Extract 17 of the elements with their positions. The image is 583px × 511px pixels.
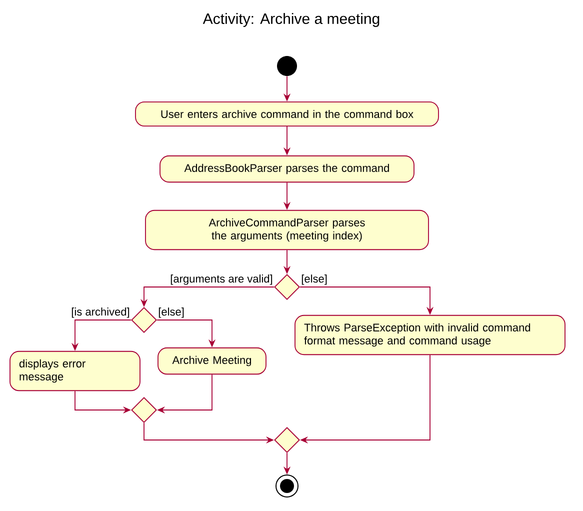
activity-box: ArchiveCommandParser parses the arguments (meeting index) <box>145 210 429 250</box>
start-dot <box>277 56 297 76</box>
activity-box: AddressBookParser parses the command <box>160 155 414 183</box>
decision-diamond <box>274 274 300 300</box>
edge-label: [arguments are valid] <box>170 274 272 285</box>
title: Activity: Archive a meeting <box>202 13 380 27</box>
activity-box: Throws ParseException with invalid command format message and command usage <box>294 314 566 356</box>
decision-diamond <box>131 307 157 333</box>
activity-box: Archive Meeting <box>158 347 266 375</box>
edge-label: [else] <box>158 308 184 318</box>
merge-diamond <box>274 427 300 453</box>
edge-label: [else] <box>302 274 327 285</box>
edge-label: [is archived] <box>72 308 130 318</box>
end-circle <box>276 474 298 498</box>
activity-box: displays error message <box>10 350 140 392</box>
activity-box: User enters archive command in the command box <box>135 102 439 126</box>
merge-diamond <box>131 397 157 423</box>
